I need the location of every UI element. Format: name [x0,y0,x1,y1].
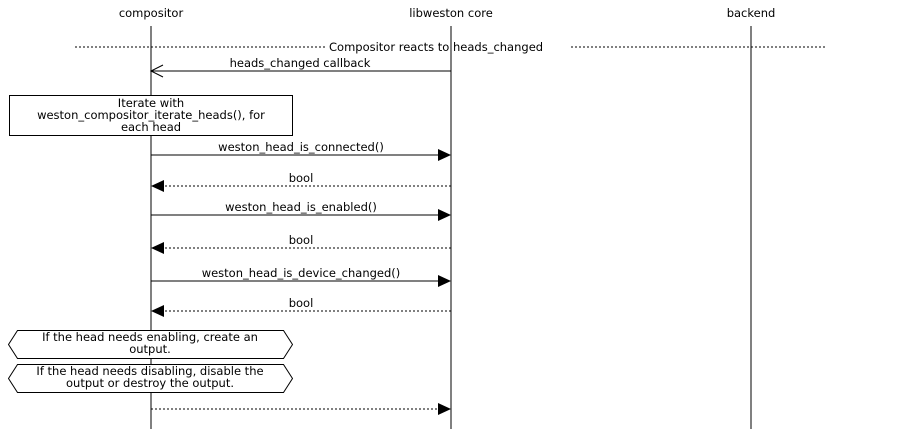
state-line-2-b: output or destroy the output. [66,376,234,390]
arrowhead-filled-left-icon [151,305,164,317]
divider-compositor-reacts: Compositor reacts to heads_changed [75,40,825,54]
message-bool-return-1[interactable]: bool [151,171,451,192]
state-hexagon-shape-2 [7,364,294,393]
lifelines-group: compositor libweston core backend [119,6,775,429]
message-weston-head-is-device-changed[interactable]: weston_head_is_device_changed() [151,266,451,287]
note-line-1: Iterate with [118,96,184,110]
lifeline-backend[interactable]: backend [727,6,776,429]
state-line-1-b: output. [129,342,171,356]
message-label-weston-head-is-connected: weston_head_is_connected() [218,140,384,154]
arrowhead-filled-left-icon [151,180,164,192]
state-if-head-needs-disabling: If the head needs disabling, disable the… [7,364,294,393]
note-line-3: each head [121,120,181,134]
message-bool-return-3[interactable]: bool [151,296,451,317]
state-line-1-a: If the head needs enabling, create an [42,330,258,344]
message-final-unlabeled[interactable] [151,403,451,415]
lifeline-label-compositor: compositor [119,6,184,20]
message-label-bool-return-3: bool [289,296,314,310]
note-iterate-heads: Iterate with weston_compositor_iterate_h… [9,95,293,136]
arrowhead-filled-right-icon [438,275,451,287]
arrowhead-filled-right-icon [438,149,451,161]
message-weston-head-is-connected[interactable]: weston_head_is_connected() [151,140,451,161]
arrowhead-filled-right-icon [438,209,451,221]
message-label-weston-head-is-device-changed: weston_head_is_device_changed() [202,266,401,280]
arrowhead-filled-left-icon [151,242,164,254]
lifeline-compositor[interactable]: compositor [119,6,184,429]
lifeline-libweston-core[interactable]: libweston core [409,6,493,429]
message-bool-return-2[interactable]: bool [151,233,451,254]
note-line-2: weston_compositor_iterate_heads(), for [37,108,265,122]
arrowhead-filled-right-icon [438,403,451,415]
state-line-2-a: If the head needs disabling, disable the [36,364,263,378]
message-label-bool-return-1: bool [289,171,314,185]
lifeline-label-backend: backend [727,6,776,20]
message-label-weston-head-is-enabled: weston_head_is_enabled() [225,200,377,214]
divider-label: Compositor reacts to heads_changed [329,40,543,54]
arrowhead-open-left-icon [149,64,164,78]
message-heads-changed-callback[interactable]: heads_changed callback [149,56,451,78]
state-hexagon-shape-1 [7,330,294,359]
message-label-bool-return-2: bool [289,233,314,247]
message-label-heads-changed-callback: heads_changed callback [230,56,371,70]
state-if-head-needs-enabling: If the head needs enabling, create an ou… [7,330,294,359]
message-weston-head-is-enabled[interactable]: weston_head_is_enabled() [151,200,451,221]
note-box-rect [9,95,293,136]
lifeline-label-libweston-core: libweston core [409,6,493,20]
